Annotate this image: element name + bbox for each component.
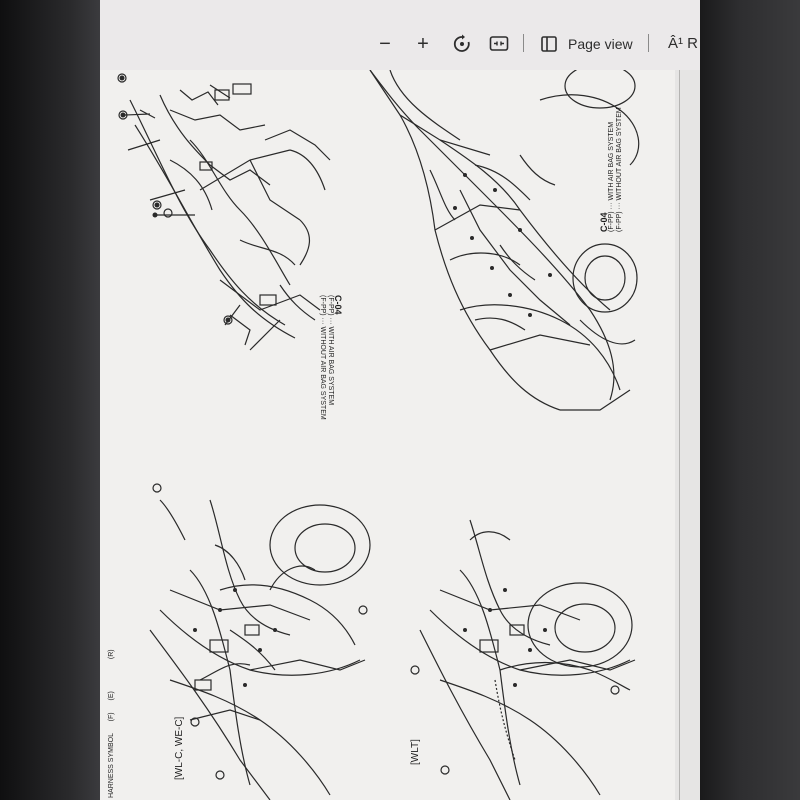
note-right-with-airbag: (F-PP) ··· WITH AIR BAG SYSTEM [608,121,615,232]
plus-icon: + [417,33,429,55]
connector-note-right: C-04 (F-PP) ··· WITH AIR BAG SYSTEM (F-P… [599,107,624,232]
wiring-harness-diagram [117,70,640,800]
connector-note-left: C-04 (F-PP) ··· WITH AIR BAG SYSTEM (F-P… [318,295,343,420]
toolbar-divider-2 [648,34,649,52]
engine-bay-wlt-drawing [419,519,636,800]
harness-symbol-legend: HARNESS SYMBOL (F) (E) (R) [108,649,115,798]
engine-bay-wlc-drawing [149,499,371,800]
monitor-bezel-right [700,0,800,800]
truck-cab-drawing [369,70,640,411]
label-wlt-text: [WLT] [410,739,421,765]
zoom-in-button[interactable]: + [412,31,434,57]
pdf-page: HARNESS SYMBOL (F) (E) (R) [WL-C, WE-C] … [100,70,675,800]
label-wlc-wec: [WL-C, WE-C] [174,717,185,780]
label-wlc-text: [WL-C, WE-C] [174,716,185,780]
zoom-out-button[interactable]: − [374,31,396,57]
rotate-button[interactable] [450,31,474,57]
page-view-label[interactable]: Page view [568,36,633,52]
note-right-without-airbag: (F-PP) ··· WITHOUT AIR BAG SYSTEM [616,107,623,232]
dashboard-harness-drawing [124,83,331,351]
legend-code-e: (E) [108,691,115,701]
read-aloud-button[interactable]: Â¹ R [668,35,698,52]
label-wlt: [WLT] [410,739,421,765]
page-view-button[interactable] [540,31,630,57]
monitor-bezel-left [0,0,100,800]
page-view-icon [541,36,557,52]
fit-page-button[interactable] [487,31,511,57]
minus-icon: − [379,33,391,55]
next-page-edge [679,70,680,800]
rotate-icon [453,34,470,52]
connector-code-right: C-04 [599,212,609,232]
legend-code-f: (F) [108,712,115,722]
connector-code-left: C-04 [333,295,343,315]
note-left-with-airbag: (F-PP) ··· WITH AIR BAG SYSTEM [327,295,334,406]
pdf-toolbar: − + Page view Â¹ [100,0,700,71]
harness-symbol-label: HARNESS SYMBOL [108,733,115,798]
toolbar-divider [523,34,524,52]
fit-page-icon [489,36,509,51]
note-left-without-airbag: (F-PP) ··· WITHOUT AIR BAG SYSTEM [319,295,326,420]
legend-code-r: (R) [108,649,115,660]
